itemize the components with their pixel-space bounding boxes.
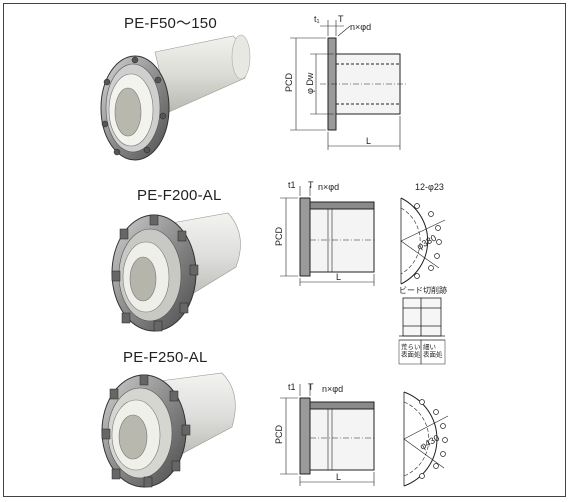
dim-holes: 12-φ23 [415,182,444,192]
bead-right-label: 細い表面処 [423,342,443,358]
sheet-frame [3,3,566,497]
dim-dw: φ Dw [305,72,315,94]
dim-pcd-value: φ380 [415,233,438,252]
dim-pcd: PCD [274,424,284,444]
dim-t: T [308,180,314,190]
flange-face-pe-f200-al: 12-φ23 φ380 [400,182,446,285]
drawing-pe-f250-al: t1 T n×φd PCD L [274,382,375,486]
dim-pcd-value: φ430 [418,433,441,452]
bead-detail: ビード切削跡 荒らい表面処 細い表面処 [398,285,447,365]
product-photo-pe-f200-al [111,212,241,332]
dim-t: T [308,382,314,392]
dim-l: L [336,472,341,482]
dim-pcd: PCD [284,72,294,92]
bead-title: ビード切削跡 [399,285,447,295]
drawing-pe-f50-150: t₁ T n×φd PCD φ Dw L [284,14,408,150]
product-photo-pe-f50-150 [100,34,251,161]
dim-t1: t₁ [314,14,320,24]
drawing-pe-f200-al: t1 T n×φd PCD L [274,180,375,286]
dim-l: L [366,136,371,146]
dim-t1: t1 [288,382,296,392]
dim-bolts: n×φd [318,182,339,192]
product-title-pe-f50-150: PE-F50～150 [124,15,217,32]
dim-pcd: PCD [274,226,284,246]
dim-bolts: n×φd [350,22,371,32]
product-photo-pe-f250-al [101,372,236,488]
dim-bolts: n×φd [322,384,343,394]
flange-face-pe-f250-al: φ430 [403,391,449,487]
dim-t1: t1 [288,180,296,190]
dim-l: L [336,272,341,282]
product-title-pe-f200-al: PE-F200-AL [137,187,222,204]
bead-left-label: 荒らい表面処 [401,342,421,358]
dim-t: T [338,14,344,24]
product-title-pe-f250-al: PE-F250-AL [123,349,208,366]
